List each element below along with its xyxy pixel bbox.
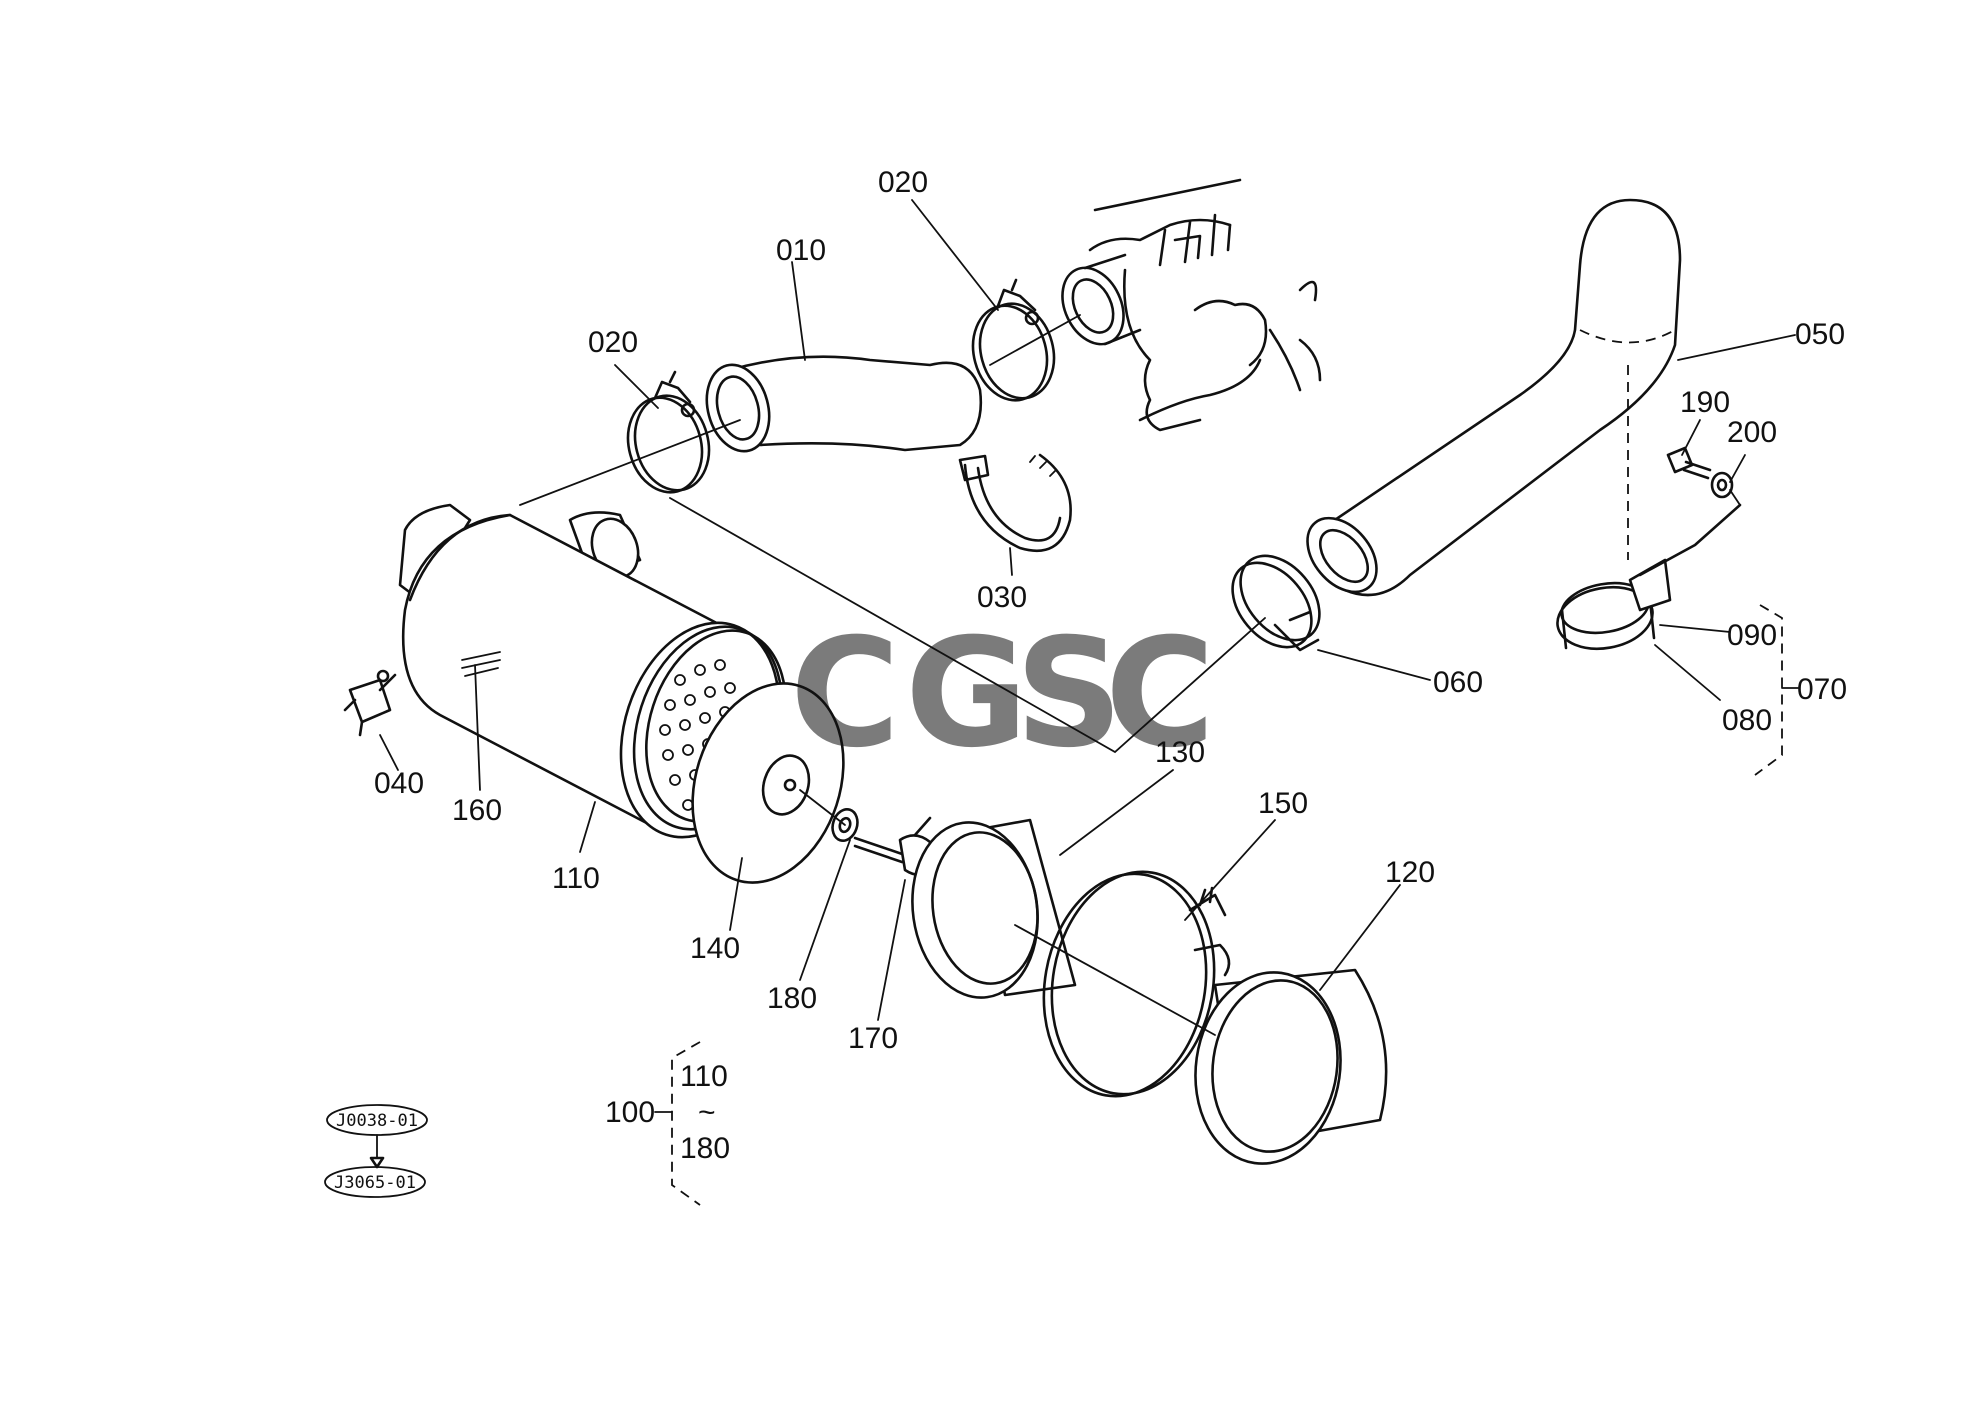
label-080: 080 — [1722, 704, 1772, 737]
label-160: 160 — [452, 794, 502, 827]
bolt-190 — [1666, 446, 1712, 480]
filter-element-130 — [911, 818, 1077, 999]
intake-hose-010 — [705, 355, 983, 453]
dust-cup-120 — [1194, 968, 1388, 1165]
label-120: 120 — [1385, 856, 1435, 889]
watermark-letter-3: S — [1015, 607, 1123, 781]
group-range-start: 110 — [680, 1060, 728, 1093]
group-range-end: 180 — [680, 1132, 730, 1165]
watermark-letter-1: C — [790, 607, 900, 781]
hose-clamp-020-left — [626, 370, 711, 494]
leader-lines — [379, 199, 1796, 1021]
label-020-right: 020 — [878, 166, 928, 199]
reference-arrow-head — [369, 1156, 385, 1169]
label-110: 110 — [552, 862, 600, 895]
group-label-100: 100 — [605, 1096, 655, 1129]
group-range-separator: ~ — [698, 1096, 716, 1129]
watermark-logo: C G S C — [790, 607, 1215, 781]
label-030: 030 — [977, 581, 1027, 614]
label-190: 190 — [1680, 386, 1730, 419]
hose-clamp-020-right — [971, 278, 1056, 402]
label-020-left: 020 — [588, 326, 638, 359]
strap-band-030 — [958, 453, 1072, 553]
air-cleaner-body-110 — [398, 503, 845, 884]
group-bracket-070 — [1754, 604, 1799, 776]
label-010: 010 — [776, 234, 826, 267]
reference-oval-lower — [324, 1166, 426, 1198]
reference-code-upper: J0038-01 — [336, 1111, 418, 1131]
intake-pipe-050 — [1306, 198, 1682, 597]
label-140: 140 — [690, 932, 740, 965]
label-070: 070 — [1797, 673, 1847, 706]
label-200: 200 — [1727, 416, 1777, 449]
watermark-letter-4: C — [1105, 607, 1215, 781]
band-clamp-150 — [1042, 870, 1231, 1098]
label-150: 150 — [1258, 787, 1308, 820]
reference-code-lower: J3065-01 — [334, 1173, 416, 1193]
watermark-letter-2: G — [905, 607, 1028, 781]
engine-outline — [1088, 178, 1322, 432]
bracket-band-080-090 — [1556, 503, 1742, 650]
label-050: 050 — [1795, 318, 1845, 351]
label-090: 090 — [1727, 619, 1777, 652]
group-bracket-100 — [654, 1041, 701, 1206]
label-060: 060 — [1433, 666, 1483, 699]
label-130: 130 — [1155, 736, 1205, 769]
vacuum-sensor-040 — [343, 669, 397, 737]
hose-clamp-060 — [1231, 554, 1321, 652]
washer-200 — [1710, 471, 1734, 499]
assembly-axis-lines — [519, 314, 1741, 1036]
label-180: 180 — [767, 982, 817, 1015]
label-040: 040 — [374, 767, 424, 800]
engine-intake-stub — [1061, 253, 1142, 346]
label-170: 170 — [848, 1022, 898, 1055]
